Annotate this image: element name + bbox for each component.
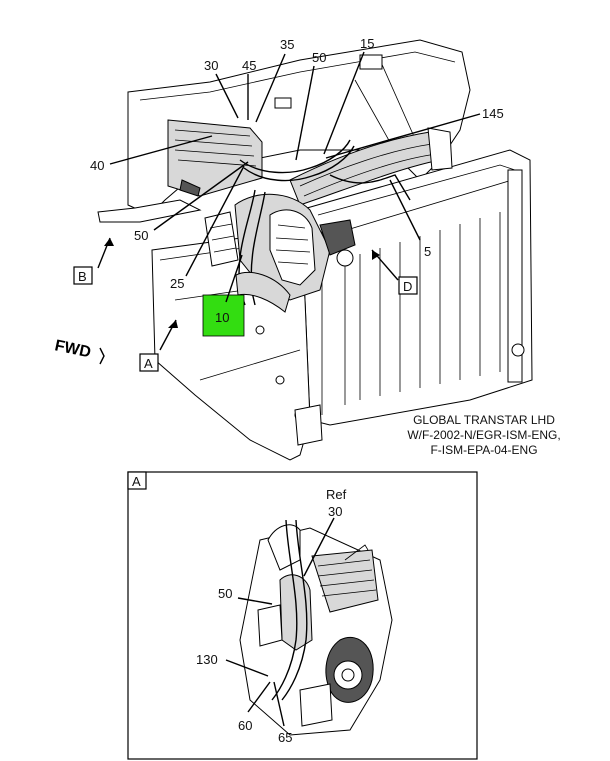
detail-callout-60: 60 <box>238 718 252 733</box>
view-label-b[interactable]: B <box>73 266 93 285</box>
detail-callout-130: 130 <box>196 652 218 667</box>
callout-145: 145 <box>482 106 504 121</box>
detail-callout-30: 30 <box>328 504 342 519</box>
svg-text:B: B <box>78 269 87 284</box>
detail-ref-label: Ref <box>326 487 347 502</box>
callout-40: 40 <box>90 158 104 173</box>
leader-lines <box>97 51 481 351</box>
caption-line-3: F-ISM-EPA-04-ENG <box>430 443 537 457</box>
callout-10: 10 <box>215 310 229 325</box>
detail-illustration <box>239 519 393 736</box>
svg-text:D: D <box>403 279 412 294</box>
caption-line-1: GLOBAL TRANSTAR LHD <box>413 413 555 427</box>
fwd-label: FWD <box>53 337 92 361</box>
callout-25: 25 <box>170 276 184 291</box>
forward-direction-indicator: FWD <box>53 337 105 365</box>
view-label-a[interactable]: A <box>139 353 159 372</box>
callout-5: 5 <box>424 244 431 259</box>
detail-callout-50: 50 <box>218 586 232 601</box>
callout-50-left: 50 <box>134 228 148 243</box>
view-label-d[interactable]: D <box>398 276 418 295</box>
callout-45: 45 <box>242 58 256 73</box>
engine-assembly-illustration <box>97 39 533 461</box>
callout-labels: 30 45 35 50 15 145 40 50 5 25 10 <box>90 36 504 325</box>
model-caption: GLOBAL TRANSTAR LHD W/F-2002-N/EGR-ISM-E… <box>407 413 560 457</box>
detail-view-a: A Ref 30 50 130 60 65 <box>127 471 478 760</box>
highlight-box-item-10[interactable] <box>202 294 245 337</box>
callout-50-top: 50 <box>312 50 326 65</box>
detail-tag: A <box>132 474 141 489</box>
caption-line-2: W/F-2002-N/EGR-ISM-ENG, <box>407 428 560 442</box>
detail-callout-65: 65 <box>278 730 292 745</box>
callout-35: 35 <box>280 37 294 52</box>
callout-30: 30 <box>204 58 218 73</box>
callout-15: 15 <box>360 36 374 51</box>
svg-text:A: A <box>144 356 153 371</box>
